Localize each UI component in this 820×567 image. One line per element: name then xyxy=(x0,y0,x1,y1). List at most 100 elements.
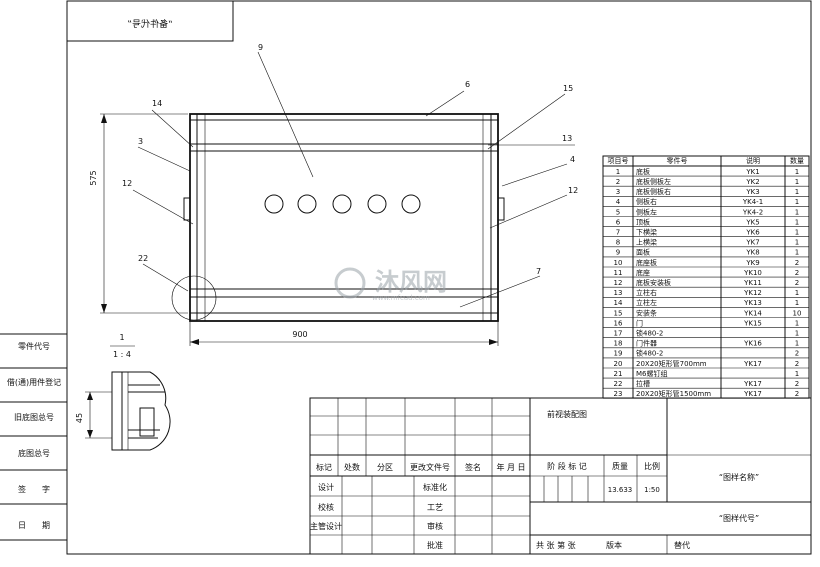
bom-cell: 立柱左 xyxy=(636,298,657,307)
bom-cell: 1 xyxy=(795,370,799,378)
bom-cell: 1 xyxy=(795,330,799,338)
bom-cell: YK9 xyxy=(745,259,759,267)
strip-label: 零件代号 xyxy=(18,341,50,351)
watermark-url: www.mfcad.com xyxy=(372,294,430,302)
detail-circle xyxy=(171,275,217,321)
bom-cell: 1 xyxy=(795,168,799,176)
code-placeholder: “图样代号” xyxy=(719,513,759,523)
svg-text:575: 575 xyxy=(89,170,98,185)
bom-cell: 4 xyxy=(616,198,621,206)
callout-label: 12 xyxy=(122,179,132,188)
bom-cell: 底板安装板 xyxy=(636,278,671,287)
callout-label: 9 xyxy=(258,43,263,52)
bom-cell: 15 xyxy=(614,309,623,317)
bom-cell: 10 xyxy=(614,259,623,267)
bom-cell: 底板 xyxy=(636,167,650,176)
callout-label: 6 xyxy=(465,80,470,89)
panel-hole xyxy=(332,194,352,214)
bom-cell: 侧板右 xyxy=(636,197,657,206)
bom-cell: 底板侧板左 xyxy=(636,177,671,186)
side-strip: 零件代号 借(通)用件登记 旧底图总号 底图总号 签 字 日 期 xyxy=(0,333,67,541)
strip-label: 签 字 xyxy=(18,484,50,494)
replace-label: 替代 xyxy=(674,540,690,550)
svg-text:1 : 4: 1 : 4 xyxy=(113,350,131,359)
bom-cell: YK17 xyxy=(743,390,762,398)
bom-cell: 底座板 xyxy=(636,258,657,267)
callout-label: 7 xyxy=(536,267,541,276)
bom-cell: 8 xyxy=(616,239,620,247)
bom-cell: 23 xyxy=(614,390,623,398)
panel-hole xyxy=(297,194,317,214)
sign-label: 校核 xyxy=(318,502,334,512)
bom-cell: YK11 xyxy=(743,279,762,287)
bom-cell: 20X20矩形管1500mm xyxy=(636,389,711,398)
bom-cell: 1 xyxy=(795,218,799,226)
rev-header: 处数 xyxy=(344,462,360,472)
bom-cell: 20 xyxy=(614,360,623,368)
callout-label: 22 xyxy=(138,254,148,263)
rev-header: 分区 xyxy=(377,463,393,472)
bom-cell: YK10 xyxy=(743,269,762,277)
bom-cell: 16 xyxy=(614,319,623,327)
dim-height: 575 xyxy=(89,113,188,314)
panel-hole xyxy=(367,194,387,214)
bom-cell: 17 xyxy=(614,330,623,338)
callout-labels: 9 6 14 15 13 3 4 12 12 22 7 xyxy=(122,43,578,276)
bom-cell: 1 xyxy=(795,319,799,327)
std-label: 审核 xyxy=(427,521,443,531)
bom-cell: 3 xyxy=(616,188,620,196)
callout-label: 13 xyxy=(562,134,572,143)
bom-cell: 底板侧板右 xyxy=(636,187,671,196)
rev-header: 标记 xyxy=(316,462,332,472)
bom-cell: YK5 xyxy=(745,218,759,226)
bom-cell: 13 xyxy=(614,289,623,297)
stage-label: 阶 段 标 记 xyxy=(547,461,587,471)
bom-cell: 门件器 xyxy=(636,339,657,348)
bom-cell: 1 xyxy=(795,208,799,216)
scale-label: 比例 xyxy=(644,461,660,471)
bom-cell: 底座 xyxy=(636,268,650,277)
bom-cell: 2 xyxy=(795,259,799,267)
watermark: 沐风网 www.mfcad.com xyxy=(334,267,447,302)
scale-value: 1:50 xyxy=(644,486,660,494)
sign-label: 主管设计 xyxy=(310,521,342,531)
bom-cell: 21 xyxy=(614,370,623,378)
bom-cell: 锁480-2 xyxy=(636,349,663,358)
detail-view: 1 1 : 4 45 xyxy=(75,333,171,451)
bom-cell: 1 xyxy=(795,299,799,307)
mass-value: 13.633 xyxy=(608,486,633,494)
front-view xyxy=(171,113,505,322)
bom-cell: 拉槽 xyxy=(636,379,650,388)
strip-label: 借(通)用件登记 xyxy=(7,377,61,387)
bom-cell: 5 xyxy=(616,208,620,216)
bom-cell: 20X20矩形管700mm xyxy=(636,359,707,368)
bom-cell: YK2 xyxy=(745,178,759,186)
bom-cell: YK3 xyxy=(745,188,759,196)
bom-cell: 立柱右 xyxy=(636,288,657,297)
svg-text:“备件代号”: “备件代号” xyxy=(127,18,172,30)
bom-cell: 门 xyxy=(636,318,643,327)
bom-cell: 1 xyxy=(795,229,799,237)
bom-cell: 上横梁 xyxy=(636,238,657,247)
bom-cell: 6 xyxy=(616,218,621,226)
svg-text:1: 1 xyxy=(119,333,124,342)
bom-cell: YK17 xyxy=(743,380,762,388)
bom-cell: 1 xyxy=(795,188,799,196)
sheets-label: 共 张 第 张 xyxy=(536,540,576,550)
mass-label: 质量 xyxy=(612,461,628,471)
bom-cell: YK17 xyxy=(743,360,762,368)
bom-cell: YK12 xyxy=(743,289,762,297)
bom-cell: YK7 xyxy=(745,239,759,247)
rev-header: 年 月 日 xyxy=(496,462,525,472)
rev-header: 签名 xyxy=(465,462,481,472)
bom-cell: 1 xyxy=(795,239,799,247)
bom-cell: 7 xyxy=(616,229,620,237)
bom-cell: 2 xyxy=(795,350,799,358)
bom-header: 零件号 xyxy=(667,156,688,165)
bom-cell: 11 xyxy=(614,269,623,277)
bom-cell: 2 xyxy=(795,390,799,398)
svg-text:900: 900 xyxy=(292,330,307,339)
bom-cell: 22 xyxy=(614,380,623,388)
strip-label: 日 期 xyxy=(18,521,50,530)
